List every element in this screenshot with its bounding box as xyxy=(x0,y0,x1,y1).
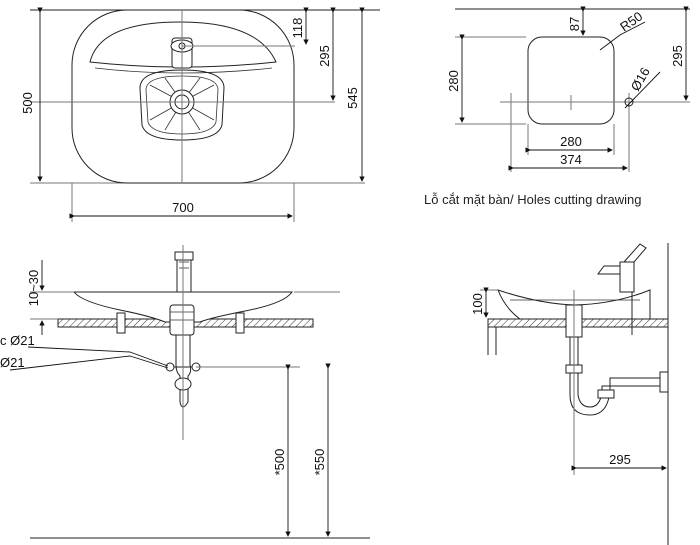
side-view: 100 295 xyxy=(470,243,669,545)
dim-295-cut-label: 295 xyxy=(670,45,685,67)
wall-flange xyxy=(659,371,669,393)
basin-outline xyxy=(71,9,295,184)
radius-leader xyxy=(599,34,621,51)
side-trap-outer xyxy=(569,377,668,416)
cutout-caption: Lỗ cắt mặt bàn/ Holes cutting drawing xyxy=(424,192,642,207)
valve-left xyxy=(165,362,175,372)
dim-295-label: 295 xyxy=(317,45,332,67)
cutout-view: 87 R50 Ø16 295 280 280 374 Lỗ cắt mặt bà… xyxy=(424,6,690,207)
dim-545-label: 545 xyxy=(345,87,360,109)
radius-label: R50 xyxy=(617,8,645,34)
side-faucet-body xyxy=(619,261,635,293)
front-view: c Ø21 Ø21 10~30 *500 *550 xyxy=(0,245,370,539)
dim-height-label: 500 xyxy=(20,92,35,114)
bowl-outline xyxy=(139,69,225,141)
radius-leader-2 xyxy=(619,21,646,36)
dim-280h-label: 280 xyxy=(560,134,582,149)
dim-295-side-label: 295 xyxy=(609,452,631,467)
side-faucet-lever xyxy=(622,243,647,263)
dim-100-label: 100 xyxy=(470,293,485,315)
dim-280v-label: 280 xyxy=(446,70,461,92)
faucet-deck xyxy=(89,21,277,68)
hole-label: Ø16 xyxy=(628,65,653,94)
dim-118-label: 118 xyxy=(290,18,305,39)
leader-1a xyxy=(27,346,131,353)
hole-leader xyxy=(624,71,661,109)
label-phi21: Ø21 xyxy=(0,355,25,370)
top-view: 500 700 118 295 545 xyxy=(20,7,380,222)
dim-width-label: 700 xyxy=(172,200,194,215)
dim-550-label: *550 xyxy=(312,449,327,476)
leader-1b xyxy=(129,351,169,367)
fixing-left xyxy=(116,312,126,334)
fixing-right xyxy=(235,312,245,334)
dim-10-30-label: 10~30 xyxy=(26,270,41,307)
dim-374-label: 374 xyxy=(560,152,582,167)
bowl-inner xyxy=(145,75,219,135)
cutout-shape xyxy=(527,36,615,125)
side-trap-inner xyxy=(577,385,668,408)
tap-hole xyxy=(624,97,634,107)
deck-edge xyxy=(94,67,273,74)
label-c-phi21: c Ø21 xyxy=(0,333,35,348)
leader-2b xyxy=(129,355,169,369)
dim-87-label: 87 xyxy=(567,17,582,31)
dim-500-label: *500 xyxy=(272,449,287,476)
leader-2a xyxy=(9,355,131,371)
side-faucet-spout xyxy=(597,265,621,275)
faucet-front-top xyxy=(174,251,194,261)
